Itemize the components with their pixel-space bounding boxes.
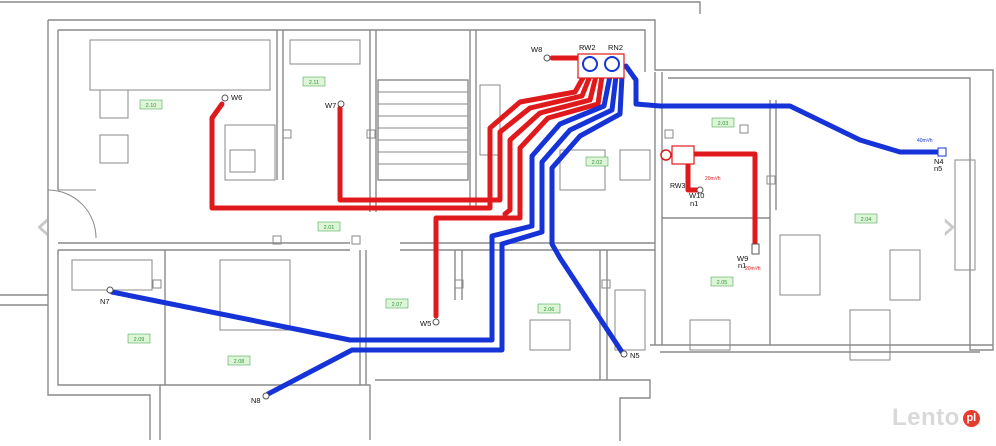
watermark-badge: pl	[962, 409, 980, 427]
room-label-text: 2.02	[592, 160, 603, 166]
next-image-arrow-icon[interactable]: ›	[936, 200, 962, 252]
supply-duct-w6	[209, 73, 587, 211]
room-label-2-09: 2.09	[127, 333, 151, 344]
supply-duct-w5	[433, 73, 605, 319]
valve-n8-marker	[262, 392, 270, 400]
exhaust-ducts	[109, 63, 943, 397]
valve-label-w10-sub: n1	[690, 199, 698, 208]
room-label-2-01: 2.01	[317, 221, 341, 232]
valve-label-w10: W10	[689, 191, 704, 200]
valve-label-w6: W6	[231, 93, 242, 102]
valve-label-w9-sub: n1	[738, 261, 746, 270]
exhaust-duct-n8	[265, 73, 619, 397]
flow-label-n4: 40m³/h	[917, 138, 933, 144]
supply-duct-w7	[337, 73, 593, 203]
room-labels: 2.10 2.11 2.01 2.02 2.03 2.04 2.05 2.06 …	[127, 76, 878, 366]
room-label-2-05: 2.05	[710, 276, 734, 287]
valve-w9-marker	[751, 243, 760, 255]
valve-label-w8: W8	[531, 45, 542, 54]
valve-label-n5: N5	[630, 351, 640, 360]
room-label-2-06: 2.06	[537, 303, 561, 314]
next-arrow-glyph: ›	[941, 203, 957, 249]
valve-n4-marker	[937, 147, 947, 157]
unit-label-rn2: RN2	[608, 43, 623, 52]
room-label-text: 2.01	[324, 225, 335, 231]
exhaust-duct-n5	[549, 73, 625, 355]
valve-w10-marker	[696, 186, 704, 194]
previous-arrow-glyph: ‹	[35, 203, 51, 249]
room-label-2-02: 2.02	[585, 156, 609, 167]
room-label-text: 2.11	[309, 80, 319, 86]
distribution-box-rw2-rn2[interactable]: RW2 RN2	[577, 43, 625, 79]
room-label-2-07: 2.07	[385, 298, 409, 309]
room-label-text: 2.03	[718, 121, 729, 127]
room-label-text: 2.09	[134, 337, 145, 343]
room-label-2-08: 2.08	[227, 355, 251, 366]
supply-duct-w5a	[502, 73, 599, 217]
valve-markers[interactable]	[106, 54, 947, 400]
supply-duct-w9	[687, 151, 758, 251]
room-label-2-10: 2.10	[139, 99, 163, 110]
room-label-text: 2.06	[544, 307, 555, 313]
exhaust-duct-n7	[109, 73, 613, 343]
valve-label-w7: W7	[325, 101, 336, 110]
previous-image-arrow-icon[interactable]: ‹	[30, 200, 56, 252]
lento-watermark: Lento pl	[892, 404, 980, 432]
valve-label-n4: N4	[934, 157, 944, 166]
room-label-text: 2.05	[717, 280, 728, 286]
flow-labels: 40m³/h 20m³/h 20m³/h	[705, 138, 933, 272]
room-label-text: 2.04	[861, 217, 872, 223]
valve-w8-marker	[543, 54, 551, 62]
valve-n5-marker	[620, 350, 628, 358]
valve-w7-marker	[337, 100, 345, 108]
flow-label-w9: 20m³/h	[745, 266, 761, 272]
valve-label-n4-sub: n5	[934, 164, 942, 173]
valve-label-n7: N7	[100, 297, 110, 306]
room-label-text: 2.08	[234, 359, 245, 365]
room-label-2-04: 2.04	[854, 213, 878, 224]
valve-label-w5: W5	[420, 319, 431, 328]
unit-label-rw3: RW3	[670, 183, 686, 190]
room-label-2-03: 2.03	[711, 117, 735, 128]
supply-ducts	[209, 55, 758, 319]
distribution-box-rw3[interactable]: RW3	[660, 145, 695, 190]
room-label-text: 2.10	[146, 103, 157, 109]
valve-w5-marker	[432, 318, 440, 326]
flow-label-w10: 20m³/h	[705, 176, 721, 182]
supply-duct-w10	[685, 157, 703, 193]
valve-label-w9: W9	[737, 254, 748, 263]
valve-w6-marker	[221, 94, 229, 102]
valve-labels: W6 W7 W8 W5 W10 n1 W9 n1 N4 n5 N5 N7 N8	[100, 45, 944, 405]
watermark-logo-text: Lento	[892, 404, 960, 431]
valve-n7-marker	[106, 286, 114, 294]
unit-label-rw2: RW2	[579, 43, 596, 52]
valve-label-n8: N8	[251, 396, 261, 405]
room-label-2-11: 2.11	[302, 76, 326, 87]
room-label-text: 2.07	[392, 302, 403, 308]
exhaust-duct-n4	[623, 63, 943, 155]
